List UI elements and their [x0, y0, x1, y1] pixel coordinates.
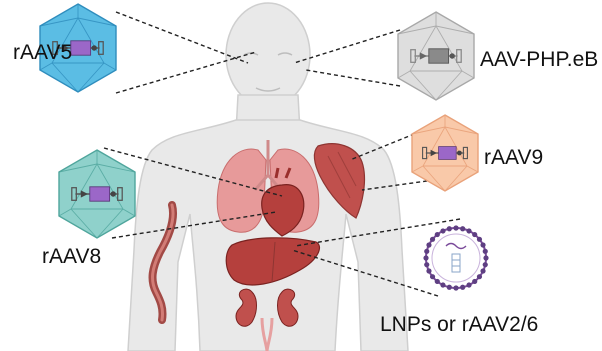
lipid-nanoparticle-icon [423, 225, 488, 290]
capsid-icon [59, 150, 135, 238]
lipid-bead [447, 226, 452, 231]
lipid-bead [423, 255, 428, 260]
lipid-bead [483, 249, 488, 254]
lipid-bead [480, 268, 485, 273]
lipid-bead [430, 274, 435, 279]
aav9-label: rAAV9 [484, 147, 543, 168]
lipid-bead [430, 237, 435, 242]
lipid-bead [447, 285, 452, 290]
lipid-bead [477, 274, 482, 279]
lipid-bead [483, 255, 488, 260]
lipid-bead [453, 225, 458, 230]
lipid-bead [440, 282, 445, 287]
capsid-icon [398, 12, 474, 100]
lipid-bead [466, 228, 471, 233]
lipid-bead [477, 237, 482, 242]
aav5-label: rAAV5 [13, 42, 72, 63]
lipid-bead [440, 228, 445, 233]
lipid-bead [426, 268, 431, 273]
lipid-bead [460, 226, 465, 231]
lipid-bead [480, 242, 485, 247]
lipid-bead [472, 279, 477, 284]
capsid-icon [412, 115, 478, 191]
aav-php-eb-label: AAV-PHP.eB [480, 49, 598, 70]
lipid-bead [435, 279, 440, 284]
lipid-bead [424, 249, 429, 254]
lnp-or-aav26-label: LNPs or rAAV2/6 [380, 314, 538, 335]
lipid-bead [472, 232, 477, 237]
lipid-bead [453, 285, 458, 290]
lipid-bead [426, 242, 431, 247]
lipid-bead [424, 262, 429, 267]
lipid-bead [483, 262, 488, 267]
lipid-bead [460, 285, 465, 290]
lipid-bead [466, 282, 471, 287]
lipid-bead [435, 232, 440, 237]
aav8-label: rAAV8 [42, 246, 101, 267]
